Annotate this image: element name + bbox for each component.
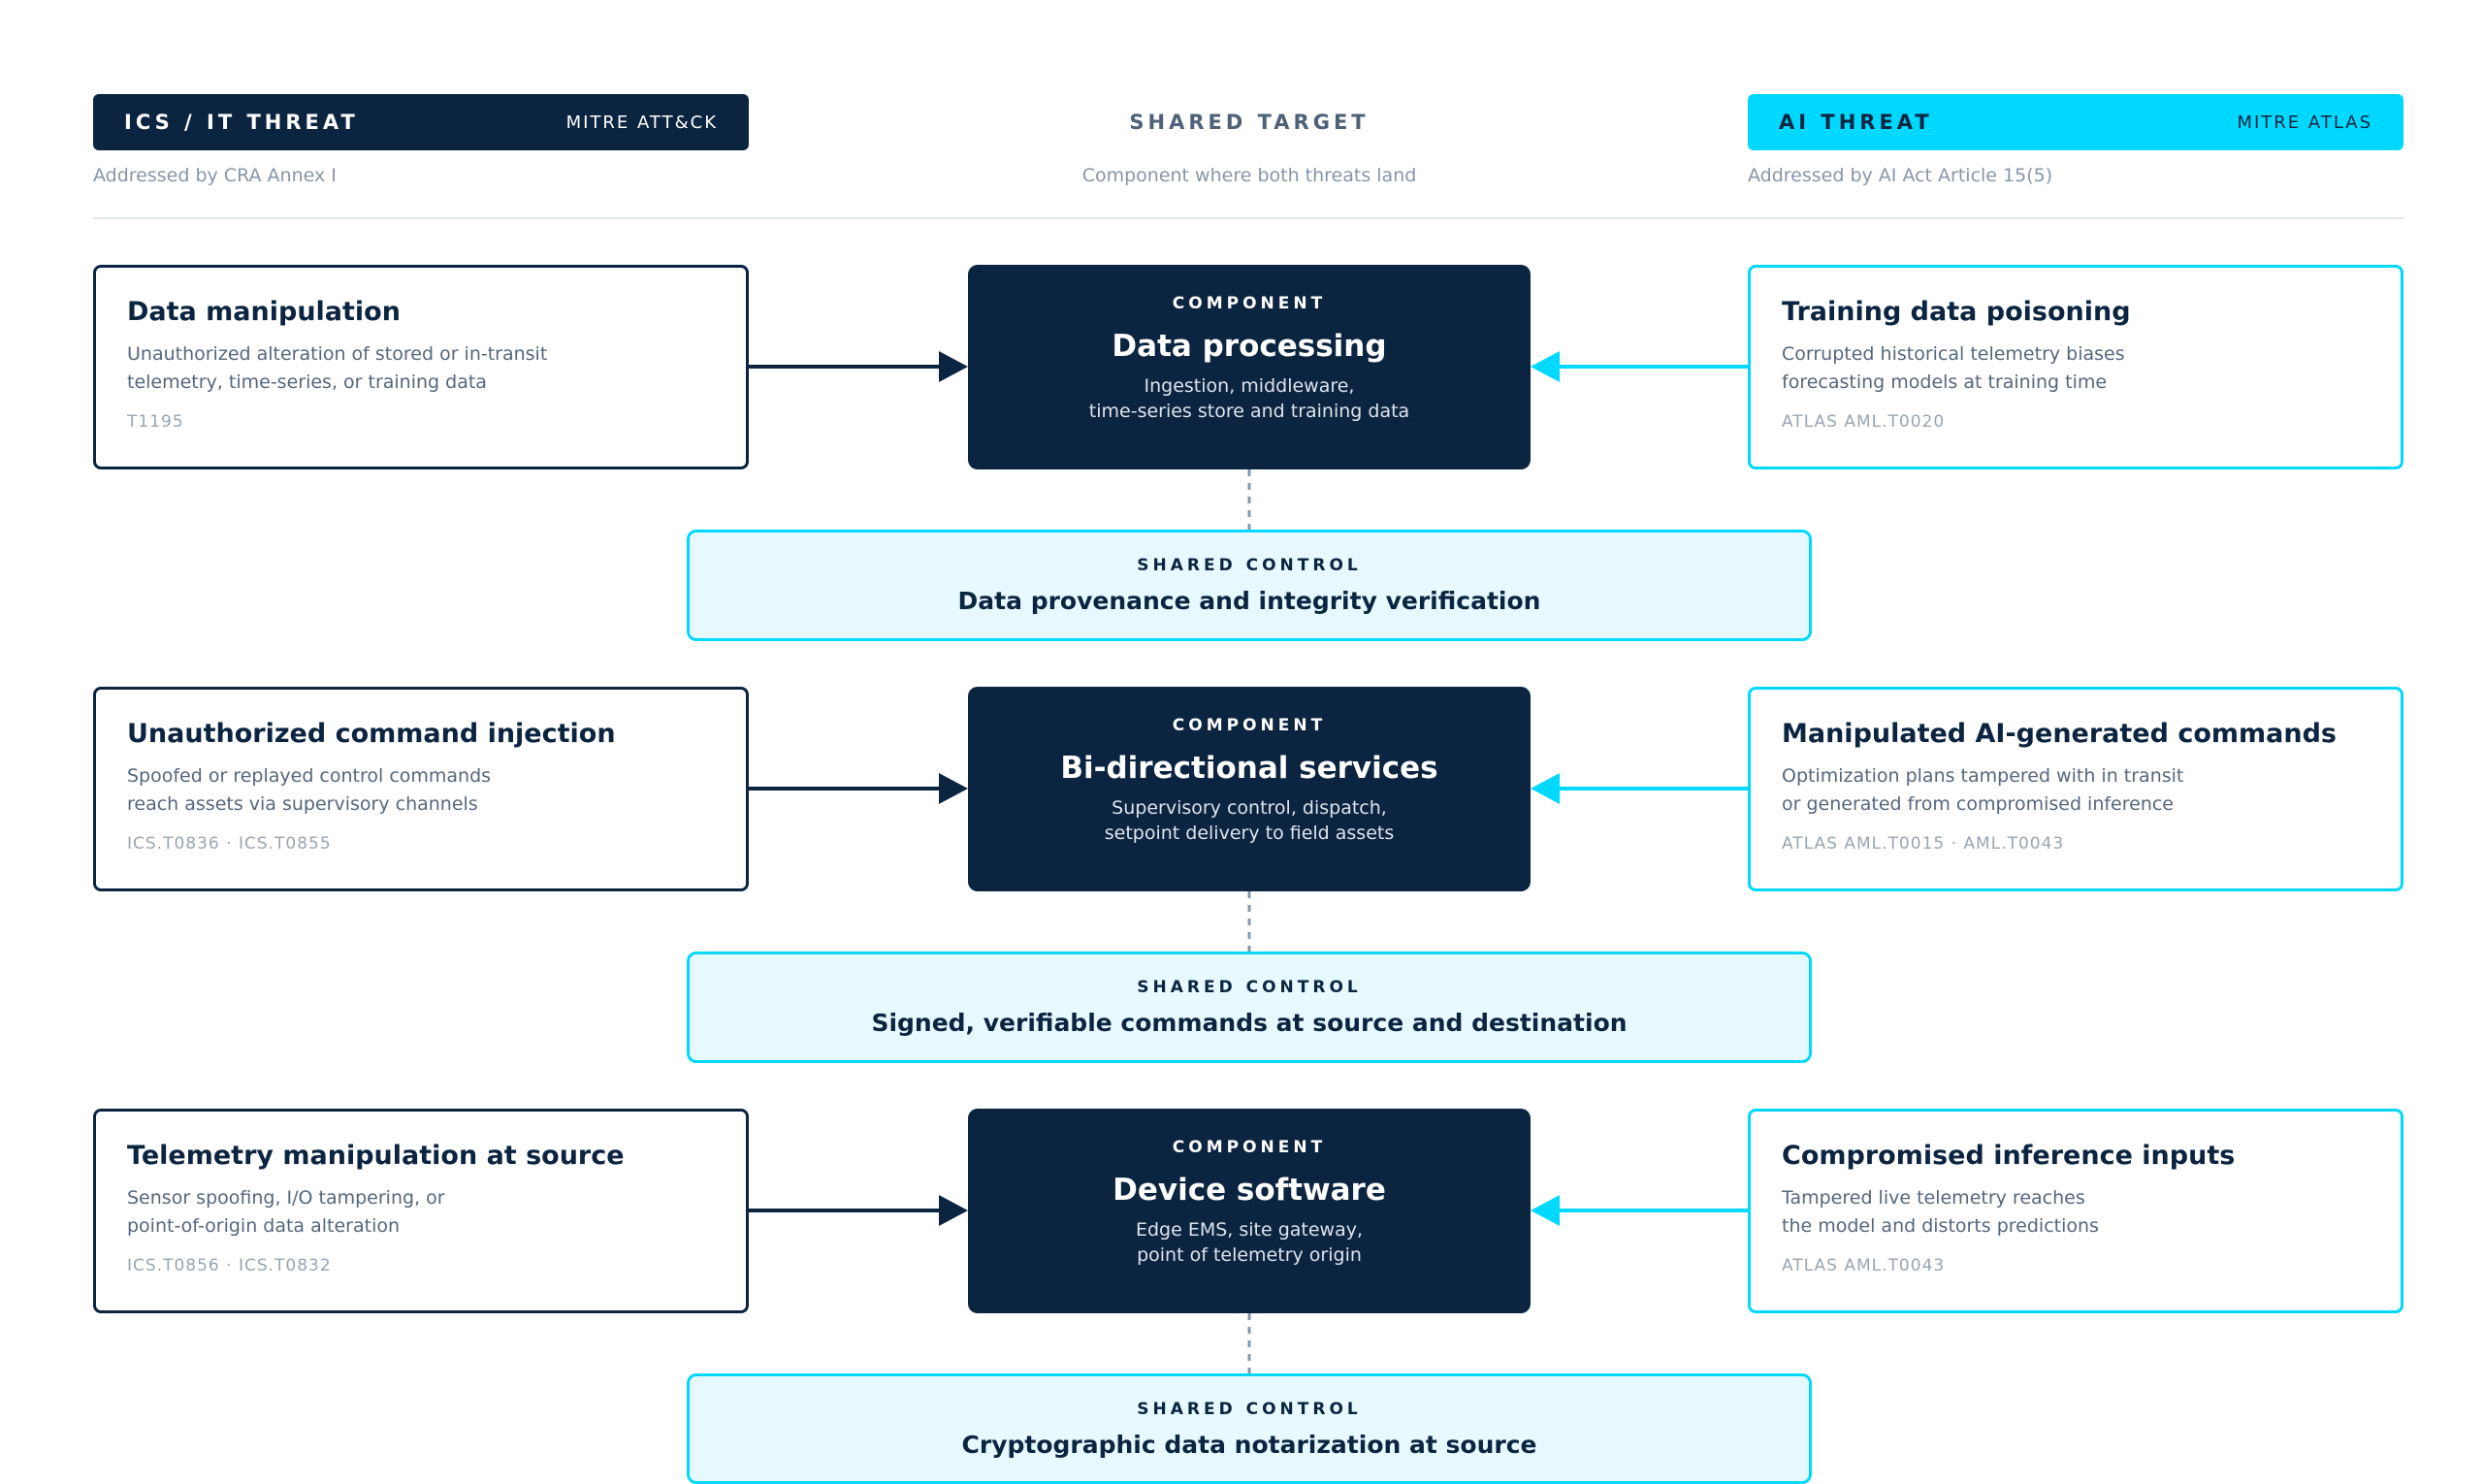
threat-title: Manipulated AI-generated commands	[1782, 719, 2337, 749]
threat-description-line: point-of-origin data alteration	[127, 1215, 401, 1237]
technique-code: ICS.T0856 · ICS.T0832	[127, 1256, 332, 1275]
it-threat-card-data-manipulation: Data manipulation Unauthorized alteratio…	[93, 265, 749, 469]
ai-threat-card-training-data-poisoning: Training data poisoning Corrupted histor…	[1748, 265, 2403, 469]
component-description-line: time-series store and training data	[1088, 401, 1410, 422]
threat-description-line: Tampered live telemetry reaches	[1782, 1187, 2085, 1209]
threat-description-line: telemetry, time-series, or training data	[127, 371, 487, 393]
control-eyebrow: SHARED CONTROL	[1137, 1400, 1362, 1419]
it-threat-card-telemetry-manipulation: Telemetry manipulation at source Sensor …	[93, 1109, 749, 1313]
threat-description-line: Unauthorized alteration of stored or in-…	[127, 343, 548, 365]
threat-description-line: Corrupted historical telemetry biases	[1782, 343, 2125, 365]
component-title: Bi-directional services	[1060, 751, 1438, 786]
threat-title: Telemetry manipulation at source	[127, 1141, 625, 1171]
arrowhead-ai-row1	[1531, 351, 1560, 382]
threat-title: Data manipulation	[127, 297, 401, 327]
shared-control-signed-commands: SHARED CONTROL Signed, verifiable comman…	[687, 952, 1812, 1063]
mitre-attack-label: MITRE ATT&CK	[565, 112, 718, 133]
component-title: Device software	[1113, 1173, 1386, 1208]
technique-code: ATLAS AML.T0020	[1782, 412, 1946, 432]
threat-description-line: Spoofed or replayed control commands	[127, 765, 492, 787]
threat-description-line: the model and distorts predictions	[1782, 1215, 2099, 1237]
arrowhead-it-row2	[939, 773, 968, 804]
shared-target-title: SHARED TARGET	[1129, 111, 1370, 134]
ics-it-threat-title: ICS / IT THREAT	[124, 111, 359, 134]
threat-description-line: reach assets via supervisory channels	[127, 793, 478, 815]
component-description-line: Edge EMS, site gateway,	[1135, 1219, 1364, 1241]
control-title: Cryptographic data notarization at sourc…	[961, 1431, 1537, 1459]
cra-annex-subtitle: Addressed by CRA Annex I	[93, 165, 337, 186]
component-description-line: Ingestion, middleware,	[1144, 375, 1355, 397]
arrowhead-it-row3	[939, 1195, 968, 1226]
arrowhead-ai-row2	[1531, 773, 1560, 804]
threat-title: Compromised inference inputs	[1782, 1141, 2236, 1171]
component-eyebrow: COMPONENT	[1172, 1138, 1327, 1157]
technique-code: ATLAS AML.T0015 · AML.T0043	[1782, 834, 2065, 854]
component-device-software: COMPONENT Device software Edge EMS, site…	[968, 1109, 1531, 1313]
ai-threat-card-manipulated-commands: Manipulated AI-generated commands Optimi…	[1748, 687, 2403, 891]
threat-title: Unauthorized command injection	[127, 719, 616, 749]
arrowhead-it-row1	[939, 351, 968, 382]
it-threat-card-command-injection: Unauthorized command injection Spoofed o…	[93, 687, 749, 891]
control-title: Data provenance and integrity verificati…	[957, 587, 1541, 615]
arrowhead-ai-row3	[1531, 1195, 1560, 1226]
component-bidirectional-services: COMPONENT Bi-directional services Superv…	[968, 687, 1531, 891]
technique-code: ATLAS AML.T0043	[1782, 1256, 1946, 1275]
shared-control-data-notarization: SHARED CONTROL Cryptographic data notari…	[687, 1373, 1812, 1484]
ics-it-threat-header: ICS / IT THREAT MITRE ATT&CK	[93, 94, 749, 150]
component-title: Data processing	[1112, 329, 1387, 364]
ai-threat-card-compromised-inputs: Compromised inference inputs Tampered li…	[1748, 1109, 2403, 1313]
threat-description-line: Optimization plans tampered with in tran…	[1782, 765, 2184, 787]
threat-description-line: or generated from compromised inference	[1782, 793, 2175, 815]
mitre-atlas-label: MITRE ATLAS	[2237, 112, 2372, 133]
control-title: Signed, verifiable commands at source an…	[871, 1009, 1628, 1037]
ai-threat-header: AI THREAT MITRE ATLAS	[1748, 94, 2403, 150]
shared-target-subtitle: Component where both threats land	[1081, 165, 1417, 186]
threat-description-line: forecasting models at training time	[1782, 371, 2108, 393]
component-description-line: point of telemetry origin	[1137, 1244, 1362, 1266]
ai-act-subtitle: Addressed by AI Act Article 15(5)	[1748, 165, 2053, 186]
header-divider	[93, 217, 2403, 219]
threat-description-line: Sensor spoofing, I/O tampering, or	[127, 1187, 445, 1209]
ai-threat-title: AI THREAT	[1779, 111, 1933, 134]
threat-title: Training data poisoning	[1782, 297, 2131, 327]
control-eyebrow: SHARED CONTROL	[1137, 978, 1362, 997]
component-eyebrow: COMPONENT	[1172, 294, 1327, 313]
control-eyebrow: SHARED CONTROL	[1137, 556, 1362, 575]
component-description-line: Supervisory control, dispatch,	[1112, 797, 1387, 819]
shared-control-data-provenance: SHARED CONTROL Data provenance and integ…	[687, 530, 1812, 641]
component-description-line: setpoint delivery to field assets	[1104, 823, 1395, 844]
component-data-processing: COMPONENT Data processing Ingestion, mid…	[968, 265, 1531, 469]
technique-code: ICS.T0836 · ICS.T0855	[127, 834, 332, 854]
technique-code: T1195	[127, 412, 184, 432]
component-eyebrow: COMPONENT	[1172, 716, 1327, 735]
